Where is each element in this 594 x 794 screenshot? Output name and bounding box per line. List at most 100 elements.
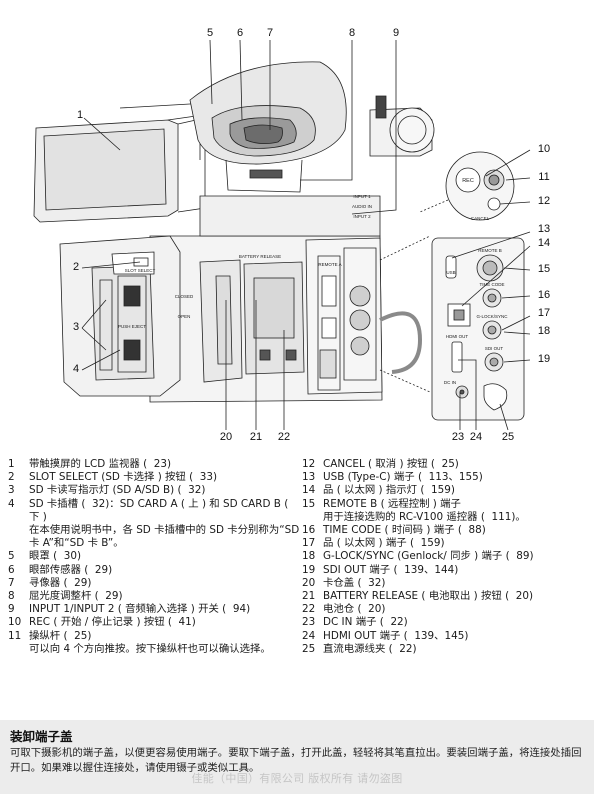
label-battery-release: BATTERY RELEASE [239,254,281,259]
legend-text: 寻像器 ( 29) [29,576,92,589]
legend-text: SD 卡插槽 ( 32)：SD CARD A ( 上 ) 和 SD CARD B… [29,497,292,523]
legend-item-17: 17 品 ( 以太网 ) 端子 ( 159) [302,537,592,550]
label-input-2: INPUT 2 [353,214,371,219]
label-closed: CLOSED [175,294,194,299]
legend-number: 16 [302,524,316,537]
legend-subtext: 在本使用说明书中，各 SD 卡插槽中的 SD 卡分别称为“SD 卡 A”和“SD… [29,524,303,550]
legend-number: 20 [302,576,316,589]
legend-text: 品 ( 以太网 ) 端子 ( 159) [323,537,445,550]
legend-item-1: 1 带触摸屏的 LCD 监视器 ( 23) [8,458,300,471]
callout-11: 11 [538,171,549,183]
callout-9: 9 [393,27,399,39]
legend-item-20: 20 卡仓盖 ( 32) [302,577,592,590]
legend-number: 18 [302,550,316,563]
label-g-lock-sync: G-LOCK/SYNC [476,314,508,319]
legend-item-3: 3 SD 卡读写指示灯 (SD A/SD B) ( 32) [8,484,300,497]
callout-14: 14 [538,237,550,249]
legend-text: USB (Type-C) 端子 ( 113、155) [323,471,483,484]
legend-item-16: 16 TIME CODE ( 时间码 ) 端子 ( 88) [302,524,592,537]
legend-subtext: 用于连接选购的 RC-V100 遥控器 ( 111)。 [323,510,526,523]
legend-number: 25 [302,642,316,655]
callout-8: 8 [349,27,355,39]
callout-20: 20 [220,431,232,443]
label-dc-in: DC IN [444,380,456,385]
callout-7: 7 [267,27,273,39]
terminal-panel-detail [431,237,525,421]
legend-text: 带触摸屏的 LCD 监视器 ( 23) [29,458,172,470]
legend-text: 眼罩 ( 30) [29,550,82,563]
callout-13: 13 [538,223,550,235]
callout-25: 25 [502,431,514,443]
legend-number: 19 [302,563,316,576]
legend-item-22: 22 电池仓 ( 20) [302,603,592,616]
callout-18: 18 [538,325,550,337]
legend-text: TIME CODE ( 时间码 ) 端子 ( 88) [323,524,486,537]
legend-text: 屈光度调整杆 ( 29) [29,590,123,603]
legend-number: 17 [302,537,316,550]
legend-number: 15 [302,497,316,510]
legend-text: 电池仓 ( 20) [323,603,386,616]
label-remote-a: REMOTE A [318,262,341,267]
legend-number: 23 [302,616,316,629]
callout-22: 22 [278,431,290,443]
legend-number: 2 [8,471,15,484]
label-audio-in: AUDIO IN [352,204,372,209]
legend-number: 4 [8,497,15,510]
info-panel: 装卸端子盖 可取下摄影机的端子盖，以便更容易使用端子。要取下端子盖，打开此盖，轻… [0,720,594,794]
callout-21: 21 [250,431,262,443]
callout-10: 10 [538,143,550,155]
legend-text: 卡仓盖 ( 32) [323,576,386,589]
legend-item-25: 25 直流电源线夹 ( 22) [302,643,592,656]
panel-body: 可取下摄影机的端子盖，以便更容易使用端子。要取下端子盖，打开此盖，轻轻将其笔直拉… [10,747,582,774]
callout-23: 23 [452,431,464,443]
legend-item-18: 18 G-LOCK/SYNC (Genlock/ 同步 ) 端子 ( 89) [302,550,592,563]
label-time-code: TIME CODE [479,282,504,287]
label-sdi-out: SDI OUT [485,346,504,351]
callout-19: 19 [538,353,550,365]
legend-number: 12 [302,458,316,470]
legend-text: SLOT SELECT (SD 卡选择 ) 按钮 ( 33) [29,471,218,484]
label-open: OPEN [178,314,191,319]
label-remote-b: REMOTE B [478,248,502,253]
label-slot-select: SLOT SELECT [125,268,156,273]
legend-number: 21 [302,590,316,603]
label-usb: USB [446,270,455,275]
callout-3: 3 [73,321,79,333]
legend-item-19: 19 SDI OUT 端子 ( 139、144) [302,564,592,577]
callout-24: 24 [470,431,482,443]
legend-number: 5 [8,550,15,563]
legend-text: SDI OUT 端子 ( 139、144) [323,563,459,576]
legend-number: 7 [8,576,15,589]
legend-text: G-LOCK/SYNC (Genlock/ 同步 ) 端子 ( 89) [323,550,534,563]
callout-5: 5 [207,27,213,39]
callout-1: 1 [77,109,83,121]
label-push-eject: PUSH EJECT [118,324,146,329]
legend-item-12: 12 CANCEL ( 取消 ) 按钮 ( 25) [302,458,592,471]
legend-number: 22 [302,603,316,616]
legend-subtext: 可以向 4 个方向推按。按下操纵杆也可以确认选择。 [29,642,271,655]
rec-cancel-detail [445,151,515,221]
legend-text: SD 卡读写指示灯 (SD A/SD B) ( 32) [29,484,206,497]
label-rec: REC [462,178,474,184]
legend-text: REC ( 开始 / 停止记录 ) 按钮 ( 41) [29,616,196,629]
parts-legend: 1 带触摸屏的 LCD 监视器 ( 23) 2 SLOT SELECT (SD 卡选择… [0,458,594,688]
legend-item-7: 7 寻像器 ( 29) [8,577,300,590]
legend-text: CANCEL ( 取消 ) 按钮 ( 25) [323,458,459,470]
legend-text: HDMI OUT 端子 ( 139、145) [323,629,469,642]
legend-number: 10 [8,616,22,629]
legend-text: 直流电源线夹 ( 22) [323,642,417,655]
legend-number: 1 [8,458,15,470]
callout-12: 12 [538,195,550,207]
legend-number: 3 [8,484,15,497]
legend-item-10: 10 REC ( 开始 / 停止记录 ) 按钮 ( 41) [8,616,300,629]
legend-number: 9 [8,603,15,616]
callout-17: 17 [538,307,550,319]
label-cancel: CANCEL [471,216,490,221]
